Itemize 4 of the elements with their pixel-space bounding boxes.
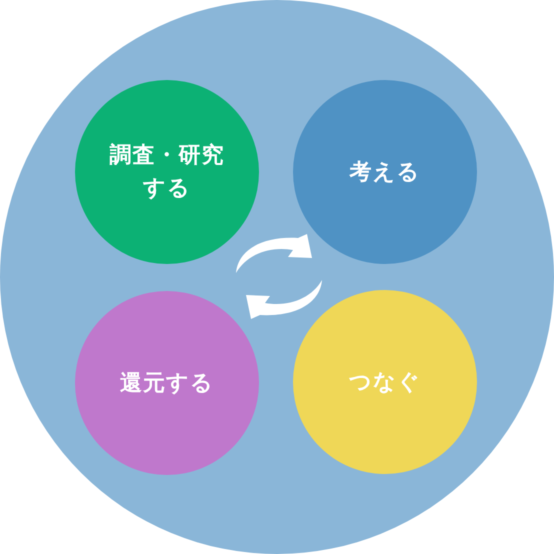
node-label: つなぐ xyxy=(349,368,421,396)
node-label: 調査・研究する xyxy=(108,142,226,203)
node-label: 還元する xyxy=(120,370,214,398)
node-label: 考える xyxy=(350,158,420,186)
